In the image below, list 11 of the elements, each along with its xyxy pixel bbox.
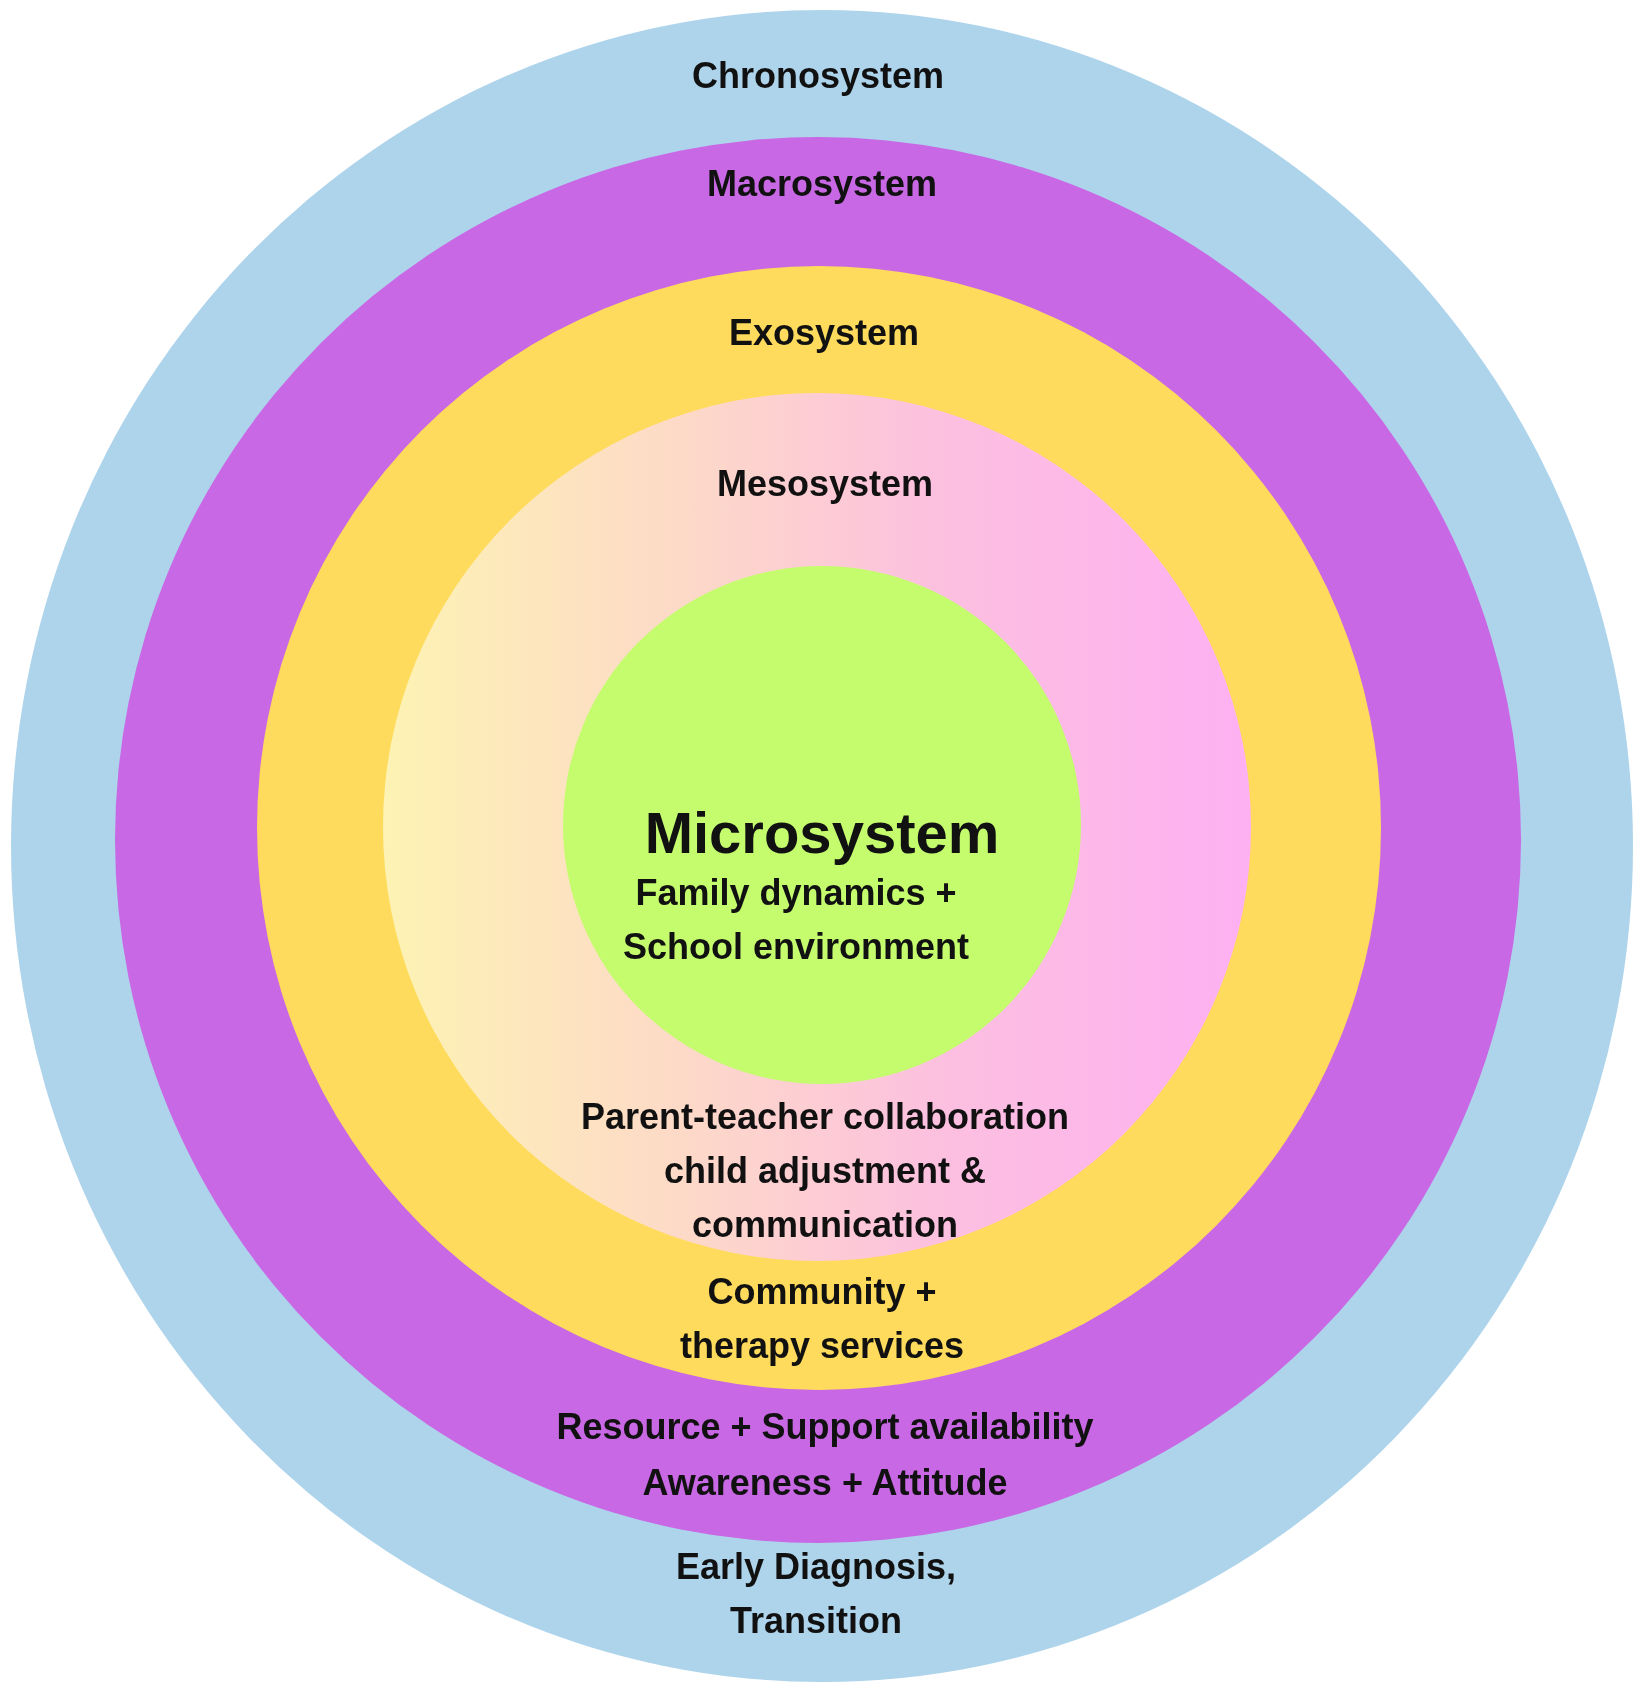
ring-description: Family dynamics + School environment (621, 871, 970, 969)
ring-description: Parent-teacher collaboration child adjustment & communication (579, 1095, 1071, 1247)
ring-description: Resource + Support availability (555, 1405, 1095, 1449)
ring-title: Microsystem (643, 798, 1001, 867)
ring-title: Macrosystem (705, 162, 939, 206)
ring-title: Mesosystem (715, 462, 935, 506)
ring-title: Exosystem (727, 311, 921, 355)
ring-description: Awareness + Attitude (641, 1461, 1009, 1505)
ring-description: Early Diagnosis, Transition (674, 1545, 958, 1643)
ring-description: Community + therapy services (678, 1270, 966, 1368)
ring-title: Chronosystem (690, 54, 946, 98)
